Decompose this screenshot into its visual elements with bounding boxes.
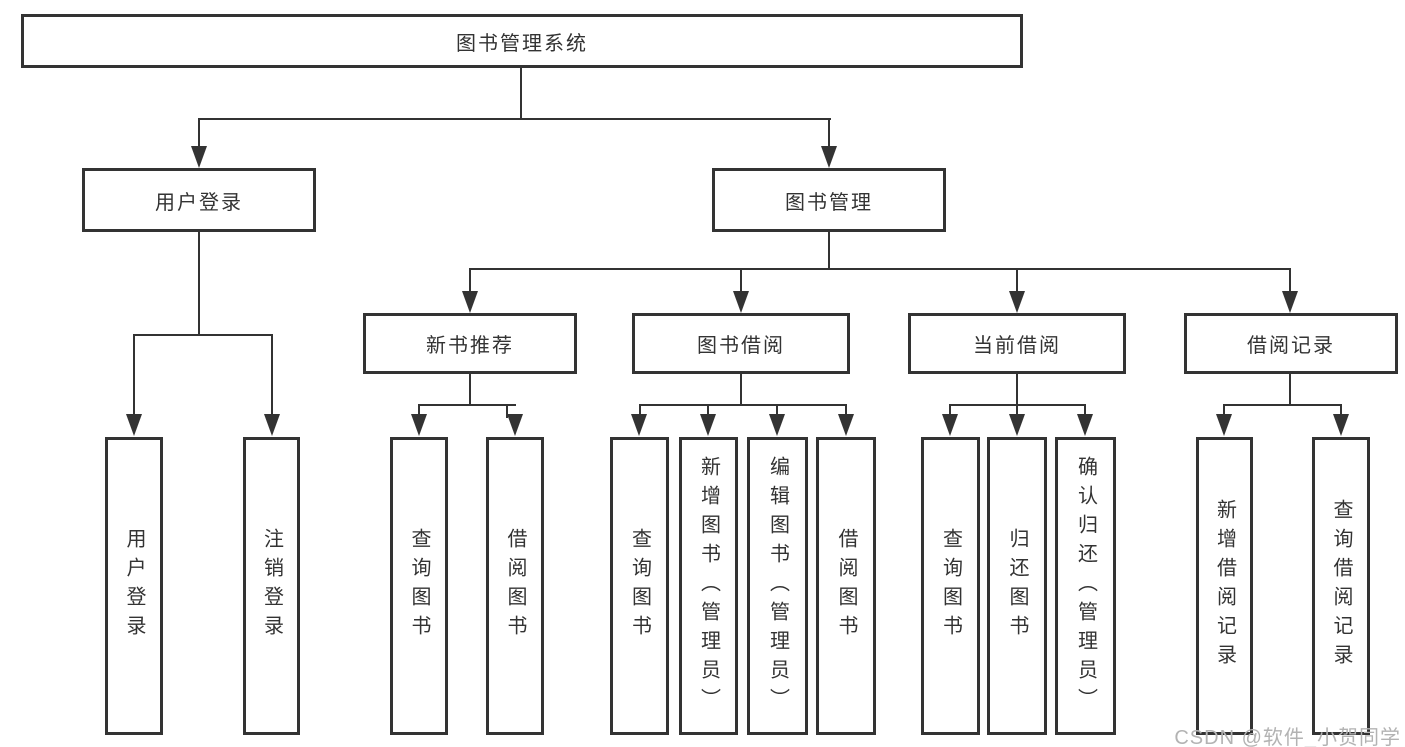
arrow-down-icon: [1009, 291, 1025, 313]
arrow-down-icon: [1282, 291, 1298, 313]
node-book-borrowing: 图书借阅: [632, 313, 850, 374]
arrow-down-icon: [411, 414, 427, 436]
arrow-down-icon: [1009, 414, 1025, 436]
leaf-query-books-recommend: 查询图书: [390, 437, 448, 735]
connector-level3-rail: [469, 268, 1291, 270]
arrow-down-icon: [942, 414, 958, 436]
connector-drop: [1084, 404, 1086, 418]
leaf-label: 查询图书: [939, 528, 962, 644]
leaf-label: 借阅图书: [504, 528, 526, 644]
connector-borrow-records-rail: [1223, 404, 1342, 406]
leaf-borrow-books: 借阅图书: [816, 437, 876, 735]
connector-new-book-rail: [418, 404, 516, 406]
arrow-down-icon: [631, 414, 647, 436]
arrow-down-icon: [700, 414, 716, 436]
connector-drop-leaf-user-login: [133, 334, 135, 418]
connector-drop: [845, 404, 847, 418]
leaf-label: 借阅图书: [835, 528, 857, 644]
arrow-down-icon: [733, 291, 749, 313]
connector-drop-book-borrow: [740, 268, 742, 294]
node-new-book-recommendation: 新书推荐: [363, 313, 577, 374]
leaf-label: 确认归还（管理员）: [1074, 455, 1097, 717]
connector-book-borrow-rail: [639, 404, 847, 406]
connector-new-book-stem: [469, 374, 471, 406]
connector-book-borrow-stem: [740, 374, 742, 406]
arrow-down-icon: [769, 414, 785, 436]
leaf-label: 查询图书: [408, 528, 430, 644]
connector-current-borrow-stem: [1016, 374, 1018, 406]
node-current-borrowing: 当前借阅: [908, 313, 1126, 374]
leaf-add-borrow-record: 新增借阅记录: [1196, 437, 1253, 735]
connector-drop-leaf-logout: [271, 334, 273, 418]
leaf-user-login: 用户登录: [105, 437, 163, 735]
connector-borrow-records-stem: [1289, 374, 1291, 406]
arrow-down-icon: [507, 414, 523, 436]
connector-drop: [949, 404, 951, 418]
leaf-label: 新增图书（管理员）: [697, 455, 720, 717]
arrow-down-icon: [462, 291, 478, 313]
leaf-logout: 注销登录: [243, 437, 300, 735]
leaf-add-books-admin: 新增图书（管理员）: [679, 437, 738, 735]
node-label: 用户登录: [155, 191, 243, 214]
leaf-confirm-return-admin: 确认归还（管理员）: [1055, 437, 1116, 735]
node-label: 借阅记录: [1247, 335, 1335, 357]
connector-drop: [1016, 404, 1018, 418]
node-label: 图书管理系统: [456, 32, 588, 55]
leaf-label: 新增借阅记录: [1213, 499, 1236, 673]
connector-root-stem: [520, 68, 522, 120]
arrow-down-icon: [264, 414, 280, 436]
arrow-down-icon: [821, 146, 837, 168]
connector-level2-rail: [198, 118, 831, 120]
arrow-down-icon: [1216, 414, 1232, 436]
connector-drop-borrow-records: [1289, 268, 1291, 294]
connector-user-login-rail: [133, 334, 273, 336]
connector-book-management-stem: [828, 232, 830, 270]
connector-drop: [1223, 404, 1225, 418]
leaf-query-books-borrowing: 查询图书: [610, 437, 669, 735]
connector-drop-new-book: [469, 268, 471, 294]
leaf-label: 编辑图书（管理员）: [766, 455, 789, 717]
leaf-label: 注销登录: [260, 528, 283, 644]
arrow-down-icon: [1333, 414, 1349, 436]
node-label: 图书借阅: [697, 335, 785, 357]
leaf-borrow-books-recommend: 借阅图书: [486, 437, 544, 735]
leaf-query-borrow-record: 查询借阅记录: [1312, 437, 1370, 735]
connector-drop: [707, 404, 709, 418]
node-library-management-system: 图书管理系统: [21, 14, 1023, 68]
leaf-label: 查询图书: [628, 528, 651, 644]
connector-drop: [506, 404, 508, 418]
node-label: 新书推荐: [426, 335, 514, 357]
node-label: 图书管理: [785, 191, 873, 214]
arrow-down-icon: [838, 414, 854, 436]
connector-drop: [1340, 404, 1342, 418]
connector-drop: [639, 404, 641, 418]
connector-drop: [776, 404, 778, 418]
connector-drop-current-borrow: [1016, 268, 1018, 294]
leaf-query-books-current: 查询图书: [921, 437, 980, 735]
leaf-edit-books-admin: 编辑图书（管理员）: [747, 437, 808, 735]
connector-drop-user-login: [198, 118, 200, 148]
leaf-return-books: 归还图书: [987, 437, 1047, 735]
watermark-text: CSDN @软件_小贺同学: [1174, 727, 1401, 747]
arrow-down-icon: [126, 414, 142, 436]
connector-user-login-stem: [198, 232, 200, 336]
leaf-label: 查询借阅记录: [1330, 499, 1352, 673]
connector-drop: [418, 404, 420, 418]
node-user-login: 用户登录: [82, 168, 316, 232]
node-borrowing-records: 借阅记录: [1184, 313, 1398, 374]
arrow-down-icon: [1077, 414, 1093, 436]
leaf-label: 用户登录: [123, 528, 145, 644]
node-label: 当前借阅: [973, 335, 1061, 357]
leaf-label: 归还图书: [1006, 528, 1028, 644]
arrow-down-icon: [191, 146, 207, 168]
node-book-management: 图书管理: [712, 168, 946, 232]
connector-drop-book-management: [828, 118, 830, 148]
